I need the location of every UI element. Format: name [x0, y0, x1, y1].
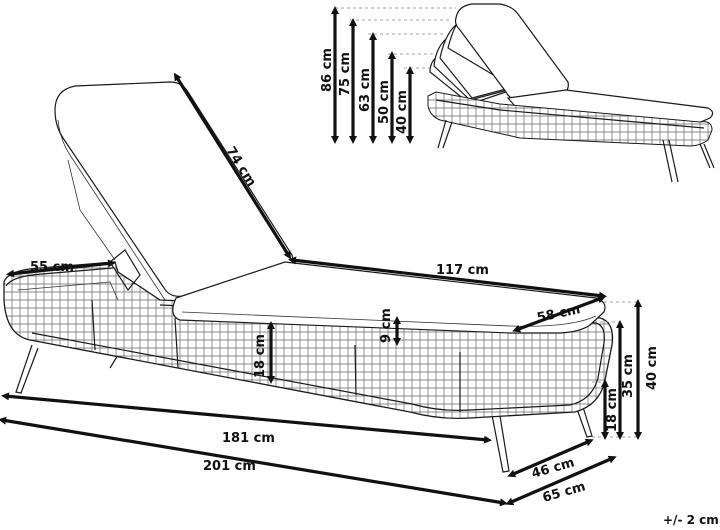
label-leg-height: 18 cm: [605, 388, 620, 432]
label-total-height: 40 cm: [645, 346, 660, 390]
label-inset-75: 75 cm: [338, 52, 353, 96]
leg-front-right: [491, 414, 510, 473]
inset-lounger: [427, 3, 715, 183]
label-inset-50: 50 cm: [377, 80, 392, 124]
label-seat-height: 35 cm: [621, 354, 636, 398]
main-lounger: [3, 81, 614, 473]
dim-line-side-depth: [6, 259, 116, 278]
leg-front-left: [15, 344, 39, 394]
label-inner-length: 181 cm: [222, 431, 275, 446]
label-inset-40: 40 cm: [395, 90, 410, 134]
label-frame-height: 18 cm: [253, 334, 268, 378]
dim-line-seat-length: [288, 256, 607, 300]
label-total-width: 65 cm: [541, 479, 587, 506]
inset-seat: [506, 89, 714, 125]
label-cushion-thickness: 9 cm: [379, 308, 394, 343]
inset-dimensions: 86 cm 75 cm 63 cm 50 cm 40 cm: [320, 6, 456, 144]
label-inset-86: 86 cm: [320, 48, 335, 92]
dim-line-total-length: [0, 416, 508, 507]
leg-back-left: [109, 354, 119, 369]
dim-line-total-width: [505, 455, 617, 506]
leg-back-right: [571, 393, 593, 438]
label-seat-length: 117 cm: [436, 263, 489, 278]
label-inset-63: 63 cm: [358, 68, 373, 112]
dim-line-backrest: [173, 72, 292, 260]
dim-line-cushion-width: [512, 295, 606, 333]
tolerance-note: +/- 2 cm: [663, 513, 719, 527]
label-total-length: 201 cm: [203, 459, 256, 474]
label-side-depth: 55 cm: [30, 260, 74, 275]
